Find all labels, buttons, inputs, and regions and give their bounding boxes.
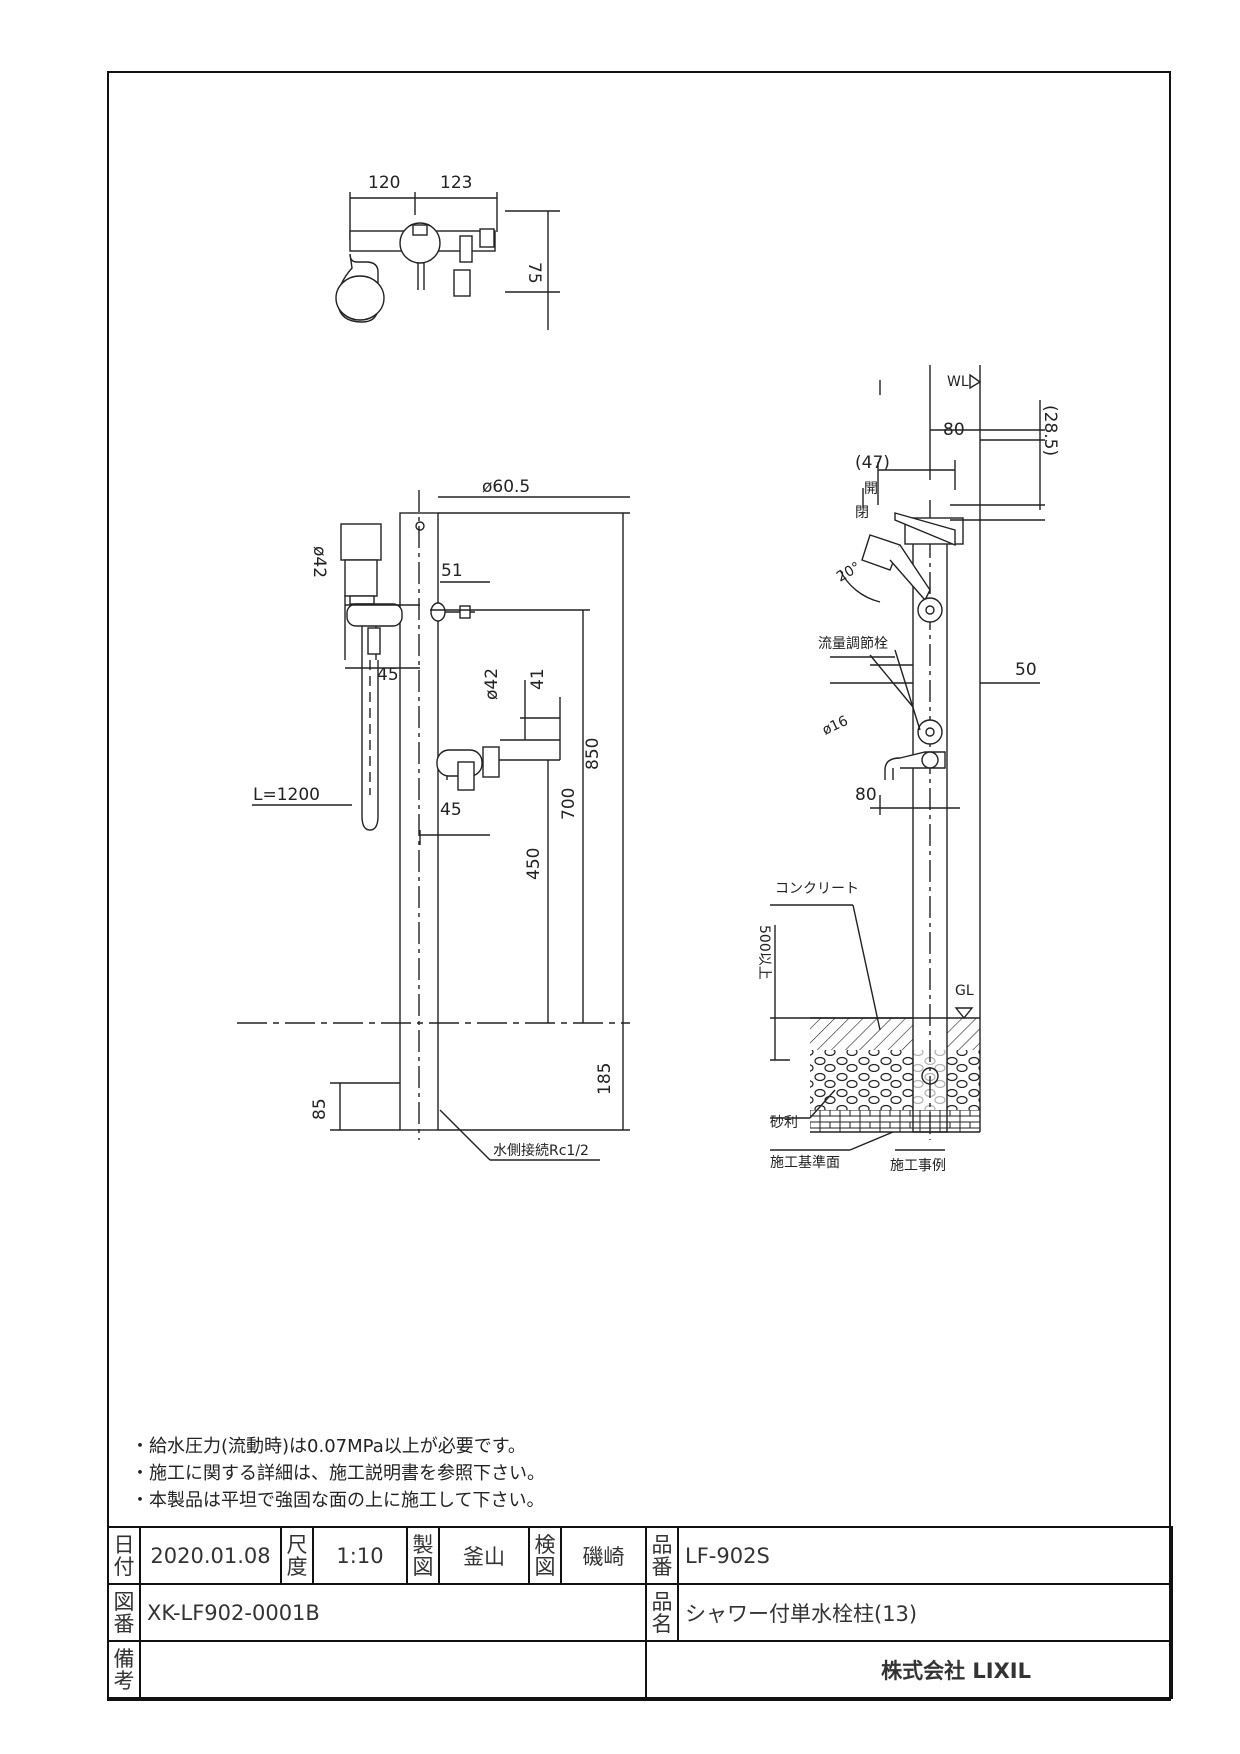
label-gl: GL <box>955 983 974 999</box>
label-angle: 20° <box>834 559 864 585</box>
dim-85: 85 <box>310 1098 330 1120</box>
dim-450: 450 <box>524 848 544 880</box>
checked-value: 磯崎 <box>560 1526 647 1585</box>
dim-45a: 45 <box>377 665 399 685</box>
dim-51: 51 <box>441 561 463 581</box>
label-concrete: コンクリート <box>775 881 859 897</box>
remarks-label: 備考 <box>107 1640 141 1699</box>
dim-top-w2: 123 <box>440 173 472 193</box>
label-wl: WL <box>947 374 969 390</box>
date-label: 日付 <box>107 1526 141 1585</box>
label-base: 施工基準面 <box>770 1154 840 1171</box>
dim-pipe-dia: ø60.5 <box>482 477 530 497</box>
dim-50: 50 <box>1015 660 1037 680</box>
dim-top-h: 75 <box>524 262 544 284</box>
dim-185: 185 <box>595 1063 615 1095</box>
label-close: 閉 <box>855 505 869 521</box>
note-surface: ・本製品は平坦で強固な面の上に施工して下さい。 <box>131 1490 545 1511</box>
dim-45b: 45 <box>440 800 462 820</box>
notes: ・給水圧力(流動時)は0.07MPa以上が必要です。 ・施工に関する詳細は、施工… <box>131 1433 545 1514</box>
part-no-value: LF-902S <box>677 1526 1173 1585</box>
top-view <box>335 192 560 330</box>
name-label: 品名 <box>645 1583 679 1642</box>
scale-value: 1:10 <box>312 1526 408 1585</box>
drawing-no-label: 図番 <box>107 1583 141 1642</box>
checked-label: 検図 <box>528 1526 562 1585</box>
dim-hose: L=1200 <box>253 785 320 805</box>
dim-80b: 80 <box>855 785 877 805</box>
label-valve: 流量調節栓 <box>818 635 888 652</box>
drawn-value: 釜山 <box>438 1526 530 1585</box>
dim-head-dia: ø42 <box>309 546 329 578</box>
dim-16: ø16 <box>820 713 851 739</box>
gravel-fill <box>810 1050 913 1110</box>
dim-47: (47) <box>855 453 890 473</box>
dimension-labels: 120 123 75 ø60.5 ø42 51 45 850 ø42 41 70… <box>253 173 1060 1174</box>
title-block: 日付 2020.01.08 尺度 1:10 製図 釜山 検図 磯崎 品番 LF-… <box>107 1526 1173 1699</box>
note-pressure: ・給水圧力(流動時)は0.07MPa以上が必要です。 <box>131 1436 526 1457</box>
date-value: 2020.01.08 <box>139 1526 282 1585</box>
part-no-label: 品番 <box>645 1526 679 1585</box>
dim-700: 700 <box>559 788 579 820</box>
scale-label: 尺度 <box>280 1526 314 1585</box>
label-example: 施工事例 <box>890 1158 946 1174</box>
name-value: シャワー付単水栓柱(13) <box>677 1583 1173 1642</box>
label-depth: 500以上 <box>756 925 772 980</box>
note-manual: ・施工に関する詳細は、施工説明書を参照下さい。 <box>131 1463 545 1484</box>
dim-top-w1: 120 <box>368 173 400 193</box>
remarks-value <box>139 1640 647 1699</box>
drawing-frame <box>107 71 1171 1701</box>
dim-80a: 80 <box>943 420 965 440</box>
dim-28-5: (28.5) <box>1040 405 1060 456</box>
label-gravel: 砂利 <box>770 1115 798 1131</box>
drawing-no-value: XK-LF902-0001B <box>139 1583 647 1642</box>
label-connection: 水側接続Rc1/2 <box>493 1142 589 1159</box>
dim-850: 850 <box>583 738 603 770</box>
dim-42b: ø42 <box>482 668 502 700</box>
dim-41: 41 <box>528 668 548 690</box>
label-open: 開 <box>864 481 878 497</box>
company-logo: 株式会社 LIXIL <box>645 1640 1173 1699</box>
concrete-hatch <box>810 1018 913 1050</box>
drawn-label: 製図 <box>406 1526 440 1585</box>
base-brick <box>810 1110 980 1132</box>
front-view <box>237 490 630 1161</box>
